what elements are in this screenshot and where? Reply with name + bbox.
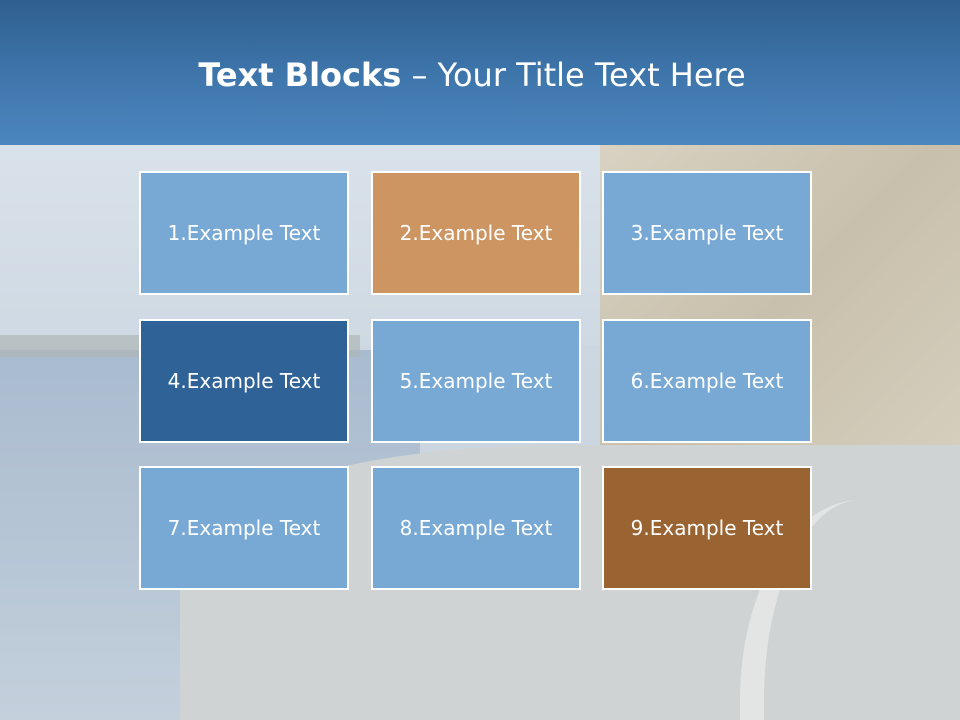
slide-title: Text Blocks – Your Title Text Here [0, 54, 944, 96]
text-block-label: 4.Example Text [167, 369, 321, 393]
text-block-9[interactable]: 9.Example Text [602, 466, 812, 590]
title-bold: Text Blocks [198, 56, 402, 94]
text-block-label: 1.Example Text [167, 221, 321, 245]
text-block-4[interactable]: 4.Example Text [139, 319, 349, 443]
text-block-label: 2.Example Text [399, 221, 553, 245]
text-block-label: 6.Example Text [630, 369, 784, 393]
text-block-label: 3.Example Text [630, 221, 784, 245]
text-block-7[interactable]: 7.Example Text [139, 466, 349, 590]
text-block-label: 8.Example Text [399, 516, 553, 540]
text-block-6[interactable]: 6.Example Text [602, 319, 812, 443]
title-rest: – Your Title Text Here [401, 56, 746, 94]
text-block-label: 5.Example Text [399, 369, 553, 393]
title-band: Text Blocks – Your Title Text Here [0, 0, 960, 145]
text-block-1[interactable]: 1.Example Text [139, 171, 349, 295]
text-block-label: 9.Example Text [630, 516, 784, 540]
text-block-2[interactable]: 2.Example Text [371, 171, 581, 295]
text-block-3[interactable]: 3.Example Text [602, 171, 812, 295]
text-block-5[interactable]: 5.Example Text [371, 319, 581, 443]
text-block-8[interactable]: 8.Example Text [371, 466, 581, 590]
text-block-label: 7.Example Text [167, 516, 321, 540]
